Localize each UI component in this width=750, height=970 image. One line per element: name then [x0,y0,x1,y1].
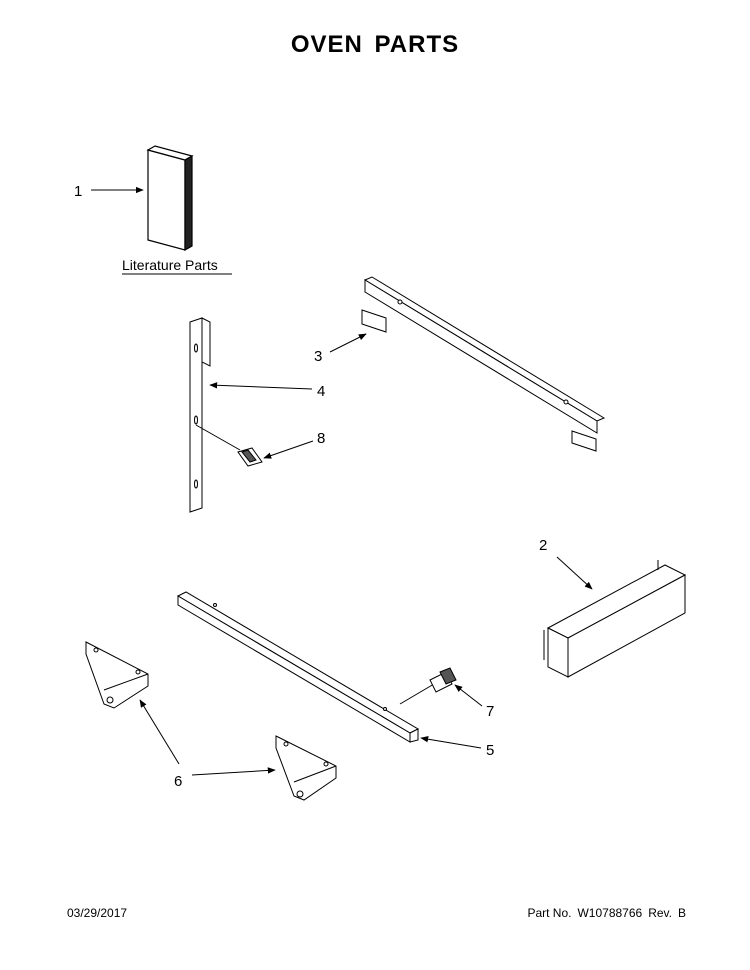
leader-7 [454,684,483,707]
part-6-bracket-right[interactable] [275,735,337,801]
callout-6: 6 [174,773,182,790]
callout-5: 5 [486,742,494,759]
rev-value: B [677,906,686,920]
callout-8: 8 [317,430,325,447]
callout-2: 2 [539,537,547,554]
literature-parts-label: Literature Parts [122,257,218,273]
leader-2 [556,556,593,590]
footer-part-number: Part No. W10788766 Rev. B [521,906,686,920]
leader-4 [209,382,313,390]
part-5-bottom-rail[interactable] [176,591,435,743]
part-3-top-rail[interactable] [361,276,606,452]
part-4-side-bracket[interactable] [189,317,241,513]
part-2-element-box[interactable] [543,560,687,678]
rev-label: Rev. [648,906,672,920]
leader-6b [191,767,276,776]
page-title: OVEN PARTS [290,31,460,58]
part-1-literature-booklet[interactable] [146,145,194,252]
part-no-label: Part No. [527,906,572,920]
callout-4: 4 [317,383,325,400]
leader-5 [420,736,482,749]
part-no-value: W10788766 [577,906,643,920]
leader-lines [91,186,593,776]
leader-6a [139,699,180,765]
part-7-screw[interactable] [429,667,457,693]
footer-date: 03/29/2017 [67,906,128,920]
part-6-bracket-left[interactable] [85,641,149,709]
callout-1: 1 [74,183,82,200]
part-8-screw[interactable] [237,447,263,467]
callout-7: 7 [486,703,494,720]
leader-3 [329,333,367,353]
leader-8 [263,440,314,459]
callout-3: 3 [314,348,322,365]
